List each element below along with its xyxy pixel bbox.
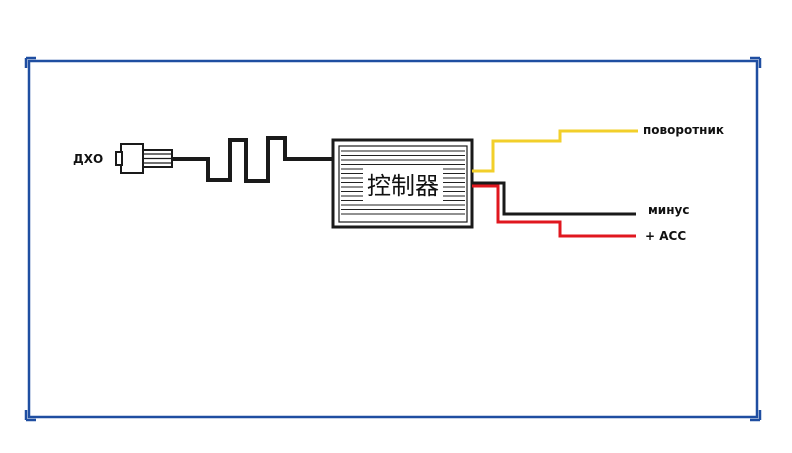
connector-plug: [115, 143, 173, 174]
drl-cable: [172, 136, 333, 183]
yellow-wire: [472, 129, 638, 173]
minus-label: минус: [648, 203, 689, 217]
connector-label: ДХО: [73, 152, 103, 166]
turn-signal-label: поворотник: [643, 123, 724, 137]
controller-box: 控制器: [331, 138, 474, 229]
acc-label: + ACC: [645, 229, 686, 243]
black-wire: [472, 181, 636, 216]
diagram-frame: [27, 59, 759, 419]
frame-corner-marks: [24, 56, 762, 422]
red-wire: [472, 184, 636, 238]
controller-label: 控制器: [367, 172, 439, 200]
